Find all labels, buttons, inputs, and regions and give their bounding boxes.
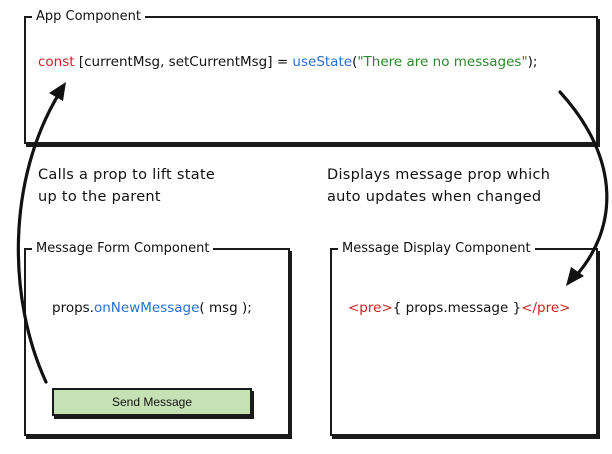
app-component-title: App Component	[32, 8, 146, 26]
right-note-line2: auto updates when changed	[327, 189, 542, 205]
send-message-button[interactable]: Send Message	[52, 388, 252, 416]
code-string-initial: "There are no messages"	[357, 54, 528, 70]
right-note: Displays message prop which auto updates…	[327, 164, 550, 208]
message-display-title: Message Display Component	[338, 240, 535, 258]
code-props-prefix: props.	[52, 300, 94, 316]
left-note: Calls a prop to lift state up to the par…	[38, 164, 215, 208]
usestate-code-line: const [currentMsg, setCurrentMsg] = useS…	[38, 54, 537, 70]
arrow-form-to-app	[16, 82, 66, 384]
left-note-line2: up to the parent	[38, 189, 161, 205]
arrow-app-to-display	[558, 90, 609, 286]
pre-message-code: <pre>{ props.message }</pre>	[348, 300, 571, 316]
code-fn-on-new-message: onNewMessage	[93, 300, 200, 316]
left-note-line1: Calls a prop to lift state	[38, 167, 216, 183]
code-fn-usestate: useState	[292, 54, 353, 70]
code-close-pre-tag: </pre>	[521, 300, 571, 316]
code-open-pre-tag: <pre>	[348, 300, 393, 316]
on-new-message-code: props.onNewMessage( msg );	[52, 300, 252, 316]
app-component-box: App Component const [currentMsg, setCurr…	[24, 8, 598, 144]
message-display-component-box: Message Display Component <pre>{ props.m…	[330, 240, 598, 436]
code-paren-open: (	[352, 54, 358, 70]
code-paren-close: );	[527, 54, 538, 70]
right-note-line1: Displays message prop which	[327, 167, 551, 183]
code-message-expr: { props.message }	[392, 300, 522, 316]
code-destructure: [currentMsg, setCurrentMsg] =	[74, 54, 293, 70]
code-args: ( msg );	[199, 300, 252, 316]
code-keyword-const: const	[38, 54, 75, 70]
message-form-title: Message Form Component	[32, 240, 214, 258]
message-form-component-box: Message Form Component props.onNewMessag…	[24, 240, 290, 436]
